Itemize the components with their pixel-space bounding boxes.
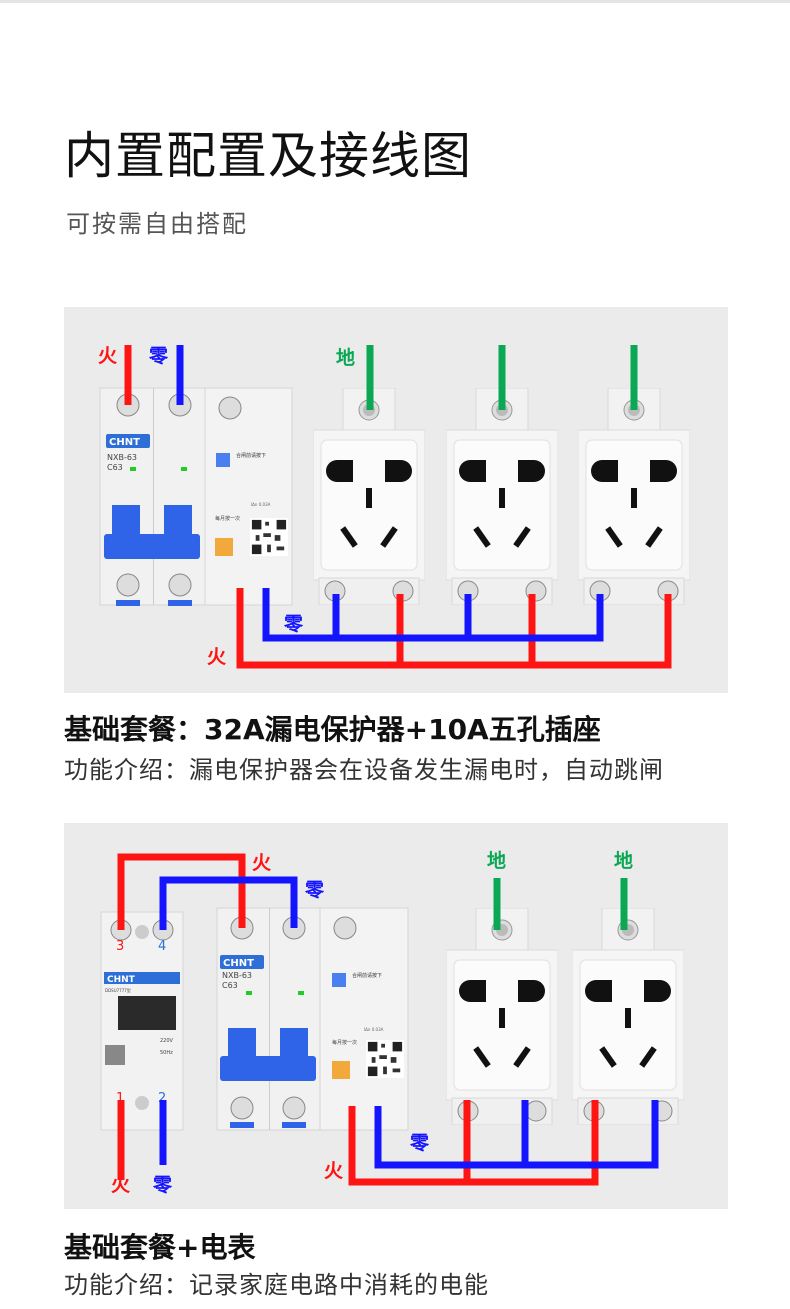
ground-label: 地 <box>614 849 633 872</box>
live-label: 火 <box>324 1160 344 1182</box>
rcd-test-button[interactable] <box>215 538 233 556</box>
rcd-test-text: 每月按一次 <box>332 1039 357 1046</box>
rcd-test-text: 每月按一次 <box>215 515 240 522</box>
section1-description: 功能介绍：漏电保护器会在设备发生漏电时，自动跳闸 <box>64 756 664 784</box>
socket-2 <box>446 388 558 605</box>
page-subtitle: 可按需自由搭配 <box>66 210 248 238</box>
rcd-spec: IΔn 0.03A <box>251 502 271 507</box>
meter-brand: CHNT <box>107 975 136 985</box>
wires <box>124 345 672 669</box>
breaker-rating: C63 <box>107 463 123 472</box>
neutral-label: 零 <box>283 613 304 635</box>
page-title: 内置配置及接线图 <box>64 127 472 185</box>
wiring-diagram-with-meter: 3 4 CHNT DDSU7777型 220V 50Hz 1 2 CHNT NX… <box>64 823 728 1209</box>
wires <box>117 853 659 1186</box>
neutral-label: 零 <box>148 345 169 367</box>
breaker-model: NXB-63 <box>222 971 252 980</box>
rcd-press-text: 合闸前请按下 <box>236 452 266 459</box>
ground-label: 地 <box>336 346 355 369</box>
live-label: 火 <box>252 852 272 874</box>
breaker-model: NXB-63 <box>107 453 137 462</box>
socket-2 <box>572 908 684 1125</box>
neutral-label: 零 <box>152 1174 173 1196</box>
meter-display <box>118 996 176 1030</box>
socket-3 <box>578 388 690 605</box>
ground-label: 地 <box>487 849 506 872</box>
wiring-diagram-basic: CHNT NXB-63 C63 合闸前请按下 IΔn 0.03A 每月按一次 火… <box>64 307 728 693</box>
top-divider <box>0 0 790 3</box>
socket-1 <box>313 388 425 605</box>
section1-caption: 基础套餐：32A漏电保护器+10A五孔插座 <box>64 713 601 746</box>
meter-voltage: 220V <box>160 1038 174 1044</box>
breaker-handle[interactable] <box>220 1056 316 1081</box>
terminal-2: 2 <box>158 1091 166 1106</box>
rcd-breaker: CHNT NXB-63 C63 合闸前请按下 IΔn 0.03A 每月按一次 <box>216 907 409 1131</box>
section2-description: 功能介绍：记录家庭电路中消耗的电能 <box>64 1271 489 1299</box>
live-label: 火 <box>111 1174 131 1196</box>
terminal-1: 1 <box>116 1091 124 1106</box>
meter-model: DDSU7777型 <box>105 987 131 993</box>
live-label: 火 <box>207 646 227 668</box>
meter-freq: 50Hz <box>160 1050 173 1056</box>
brand-logo: CHNT <box>223 958 254 969</box>
neutral-label: 零 <box>409 1132 430 1154</box>
energy-meter: 3 4 CHNT DDSU7777型 220V 50Hz 1 2 <box>100 911 184 1131</box>
neutral-label: 零 <box>304 879 325 901</box>
socket-1 <box>446 908 558 1125</box>
rcd-spec: IΔn 0.03A <box>364 1027 384 1032</box>
rcd-breaker: CHNT NXB-63 C63 合闸前请按下 IΔn 0.03A 每月按一次 <box>99 387 293 606</box>
terminal-4: 4 <box>158 939 166 954</box>
brand-logo: CHNT <box>109 437 140 448</box>
section2-caption: 基础套餐+电表 <box>64 1231 256 1264</box>
terminal-3: 3 <box>116 939 124 954</box>
rcd-press-text: 合闸前请按下 <box>352 972 382 979</box>
breaker-handle[interactable] <box>104 534 200 559</box>
rcd-test-button[interactable] <box>332 1061 350 1079</box>
live-label: 火 <box>98 345 118 367</box>
breaker-rating: C63 <box>222 981 238 990</box>
